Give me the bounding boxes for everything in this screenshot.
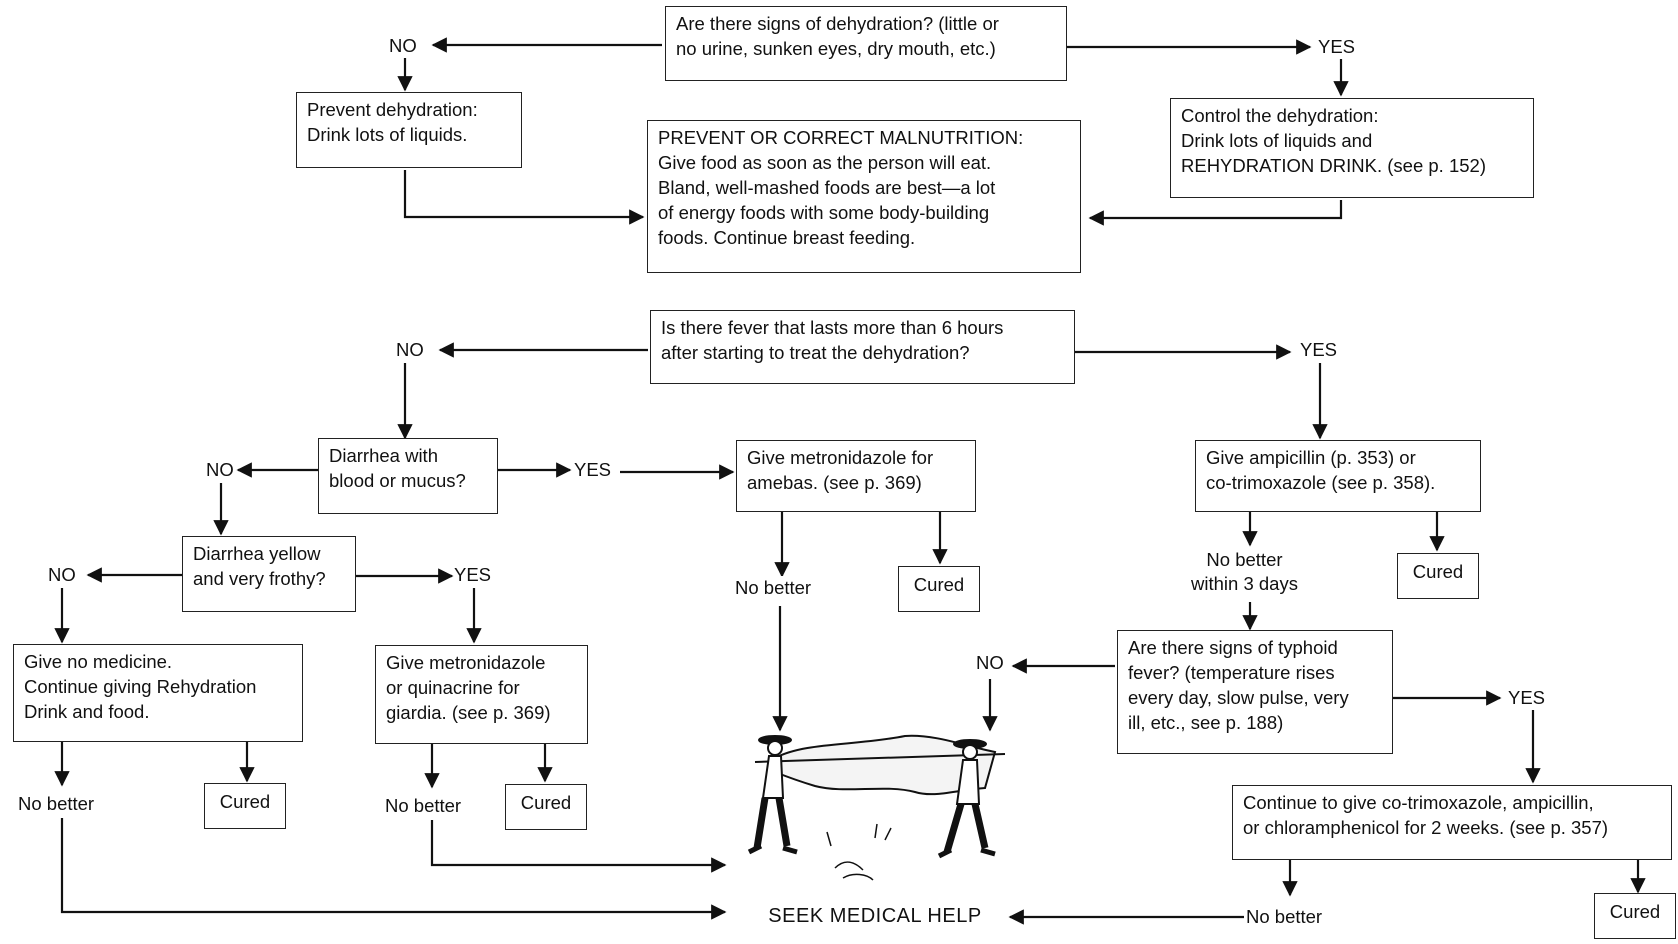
- stretcher-carriers-illustration: [747, 734, 1006, 881]
- blood-mucus-yes-label: YES: [574, 458, 612, 482]
- typhoid-question: Are there signs of typhoid fever? (tempe…: [1117, 630, 1393, 754]
- no-medicine-cured-box: Cured: [204, 783, 286, 829]
- blood-mucus-no-label: NO: [206, 458, 234, 482]
- fever-question: Is there fever that lasts more than 6 ho…: [650, 310, 1075, 384]
- giardia-no-better: No better: [385, 794, 462, 818]
- giardia-box: Give metronidazole or quinacrine for gia…: [375, 645, 588, 744]
- dehydration-yes-label: YES: [1318, 35, 1356, 59]
- typhoid-no-better: No better: [1246, 905, 1323, 929]
- fever-no-label: NO: [396, 338, 424, 362]
- no-medicine-box: Give no medicine. Continue giving Rehydr…: [13, 644, 303, 742]
- amebas-box: Give metronidazole for amebas. (see p. 3…: [736, 440, 976, 512]
- dehydration-question: Are there signs of dehydration? (little …: [665, 6, 1067, 81]
- prevent-dehydration-box: Prevent dehydration: Drink lots of liqui…: [296, 92, 522, 168]
- no-medicine-no-better: No better: [18, 792, 95, 816]
- giardia-cured-box: Cured: [505, 784, 587, 830]
- typhoid-yes-label: YES: [1508, 686, 1546, 710]
- frothy-no-label: NO: [48, 563, 76, 587]
- ampicillin-box: Give ampicillin (p. 353) or co-trimoxazo…: [1195, 440, 1481, 512]
- fever-yes-label: YES: [1300, 338, 1338, 362]
- ampicillin-cured-box: Cured: [1397, 553, 1479, 599]
- frothy-yes-label: YES: [454, 563, 492, 587]
- ampicillin-no-better: No better within 3 days: [1191, 548, 1298, 596]
- amebas-cured-box: Cured: [898, 566, 980, 612]
- typhoid-no-label: NO: [976, 651, 1004, 675]
- malnutrition-box: PREVENT OR CORRECT MALNUTRITION: Give fo…: [647, 120, 1081, 273]
- dehydration-no-label: NO: [389, 34, 417, 58]
- typhoid-treatment-box: Continue to give co-trimoxazole, ampicil…: [1232, 785, 1672, 860]
- typhoid-cured-box: Cured: [1594, 893, 1676, 939]
- control-dehydration-box: Control the dehydration: Drink lots of l…: [1170, 98, 1534, 198]
- frothy-question: Diarrhea yellow and very frothy?: [182, 536, 356, 612]
- blood-mucus-question: Diarrhea with blood or mucus?: [318, 438, 498, 514]
- seek-medical-help-label: SEEK MEDICAL HELP: [768, 905, 982, 927]
- amebas-no-better: No better: [735, 576, 812, 600]
